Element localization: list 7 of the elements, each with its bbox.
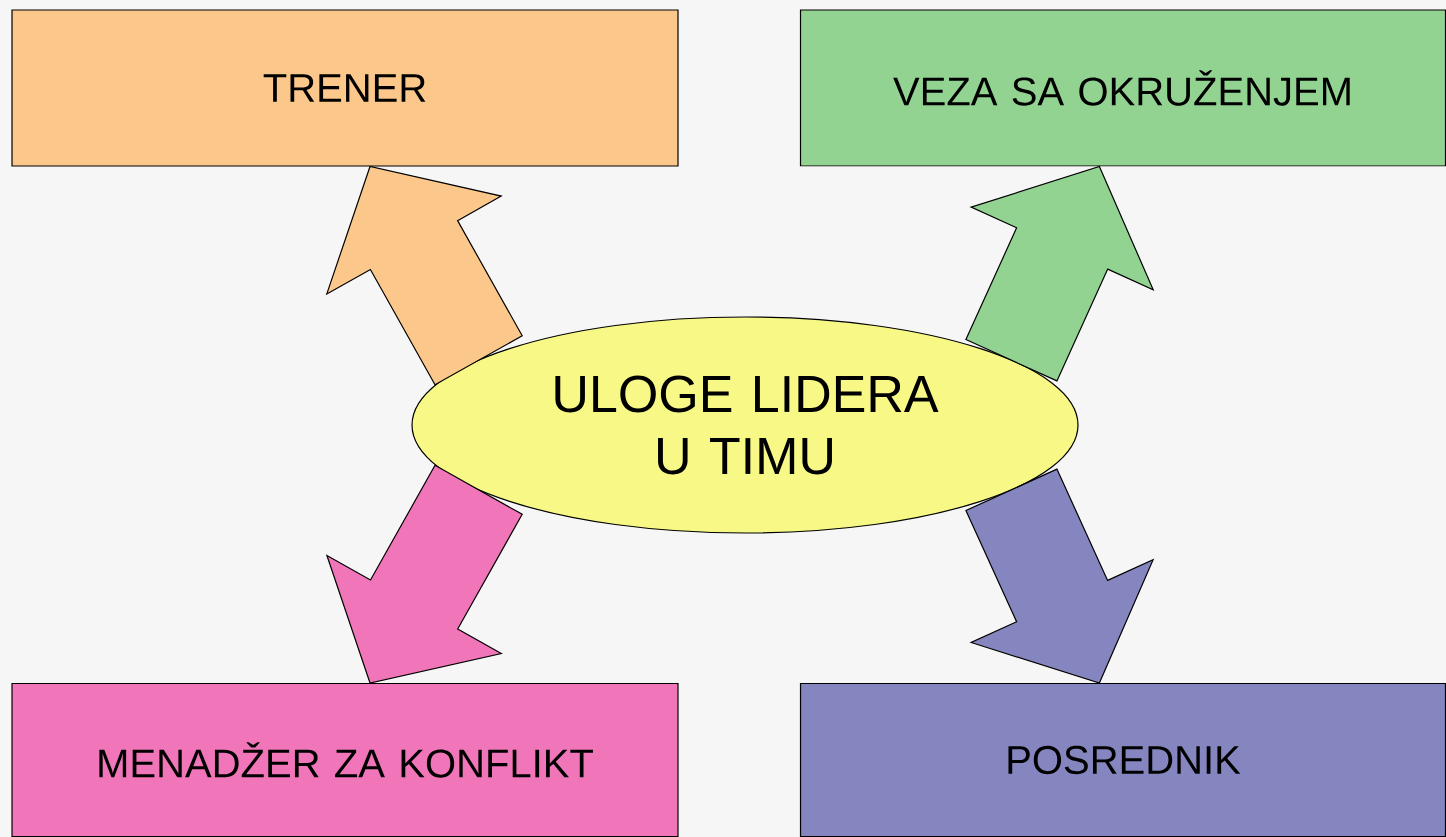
block-arrow bbox=[965, 165, 1155, 382]
role-box: MENADŽER ZA KONFLIKT bbox=[11, 682, 679, 837]
role-box: VEZA SA OKRUŽENJEM bbox=[799, 9, 1446, 167]
ellipse-node: ULOGE LIDERA U TIMU bbox=[411, 316, 1079, 534]
role-box: POSREDNIK bbox=[799, 682, 1446, 837]
role-box: TRENER bbox=[11, 9, 679, 167]
block-arrow bbox=[965, 468, 1155, 684]
